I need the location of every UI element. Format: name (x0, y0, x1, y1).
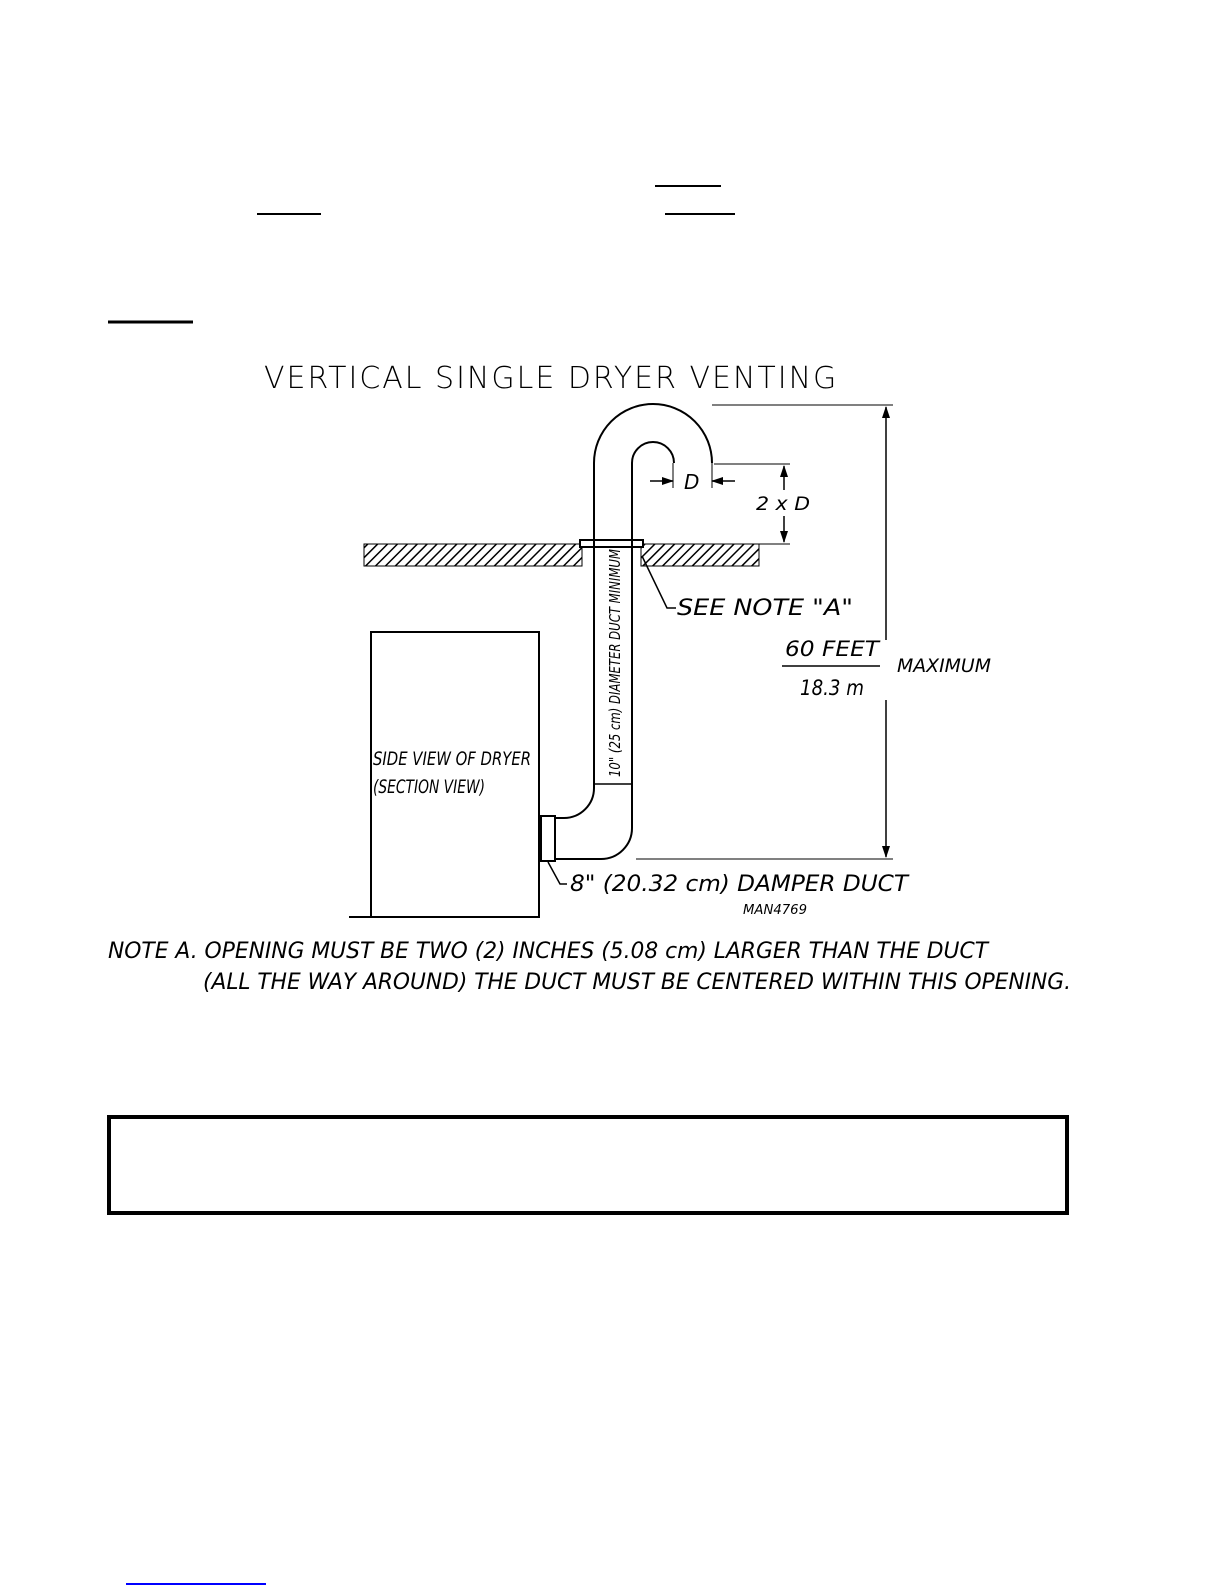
diagram-title: VERTICAL SINGLE DRYER VENTING (264, 361, 838, 396)
gooseneck-inner (631, 441, 675, 464)
height-m-label: 18.3 m (800, 676, 864, 700)
note-a-line1: NOTE A. OPENING MUST BE TWO (2) INCHES (… (108, 939, 990, 964)
note-a-line2: (ALL THE WAY AROUND) THE DUCT MUST BE CE… (203, 970, 1071, 995)
dryer-label-line1: SIDE VIEW OF DRYER (373, 748, 531, 770)
roof-hatch-left (363, 543, 583, 567)
roof-hatch-right (640, 543, 760, 567)
damper-collar (540, 815, 556, 862)
empty-bordered-box (107, 1115, 1069, 1215)
damper-leader (547, 861, 567, 885)
gooseneck-outer (593, 403, 713, 464)
height-qualifier-label: MAXIMUM (897, 655, 991, 677)
elbow-outer (555, 827, 633, 860)
see-note-label: SEE NOTE "A" (677, 596, 853, 621)
elbow-inner (555, 787, 595, 819)
dryer-outline (370, 631, 540, 917)
see-note-leader (641, 555, 676, 609)
height-feet-label: 60 FEET (785, 637, 881, 661)
duct-label: 10" (25 cm) DIAMETER DUCT MINIMUM (606, 549, 624, 777)
drawing-code: MAN4769 (743, 903, 807, 918)
damper-label: 8" (20.32 cm) DAMPER DUCT (570, 872, 910, 897)
dryer-label-line2: (SECTION VIEW) (373, 776, 485, 798)
dim-2xd-label: 2 x D (756, 493, 810, 515)
roof-opening-collar (579, 539, 644, 548)
dim-d-label: D (684, 470, 699, 494)
